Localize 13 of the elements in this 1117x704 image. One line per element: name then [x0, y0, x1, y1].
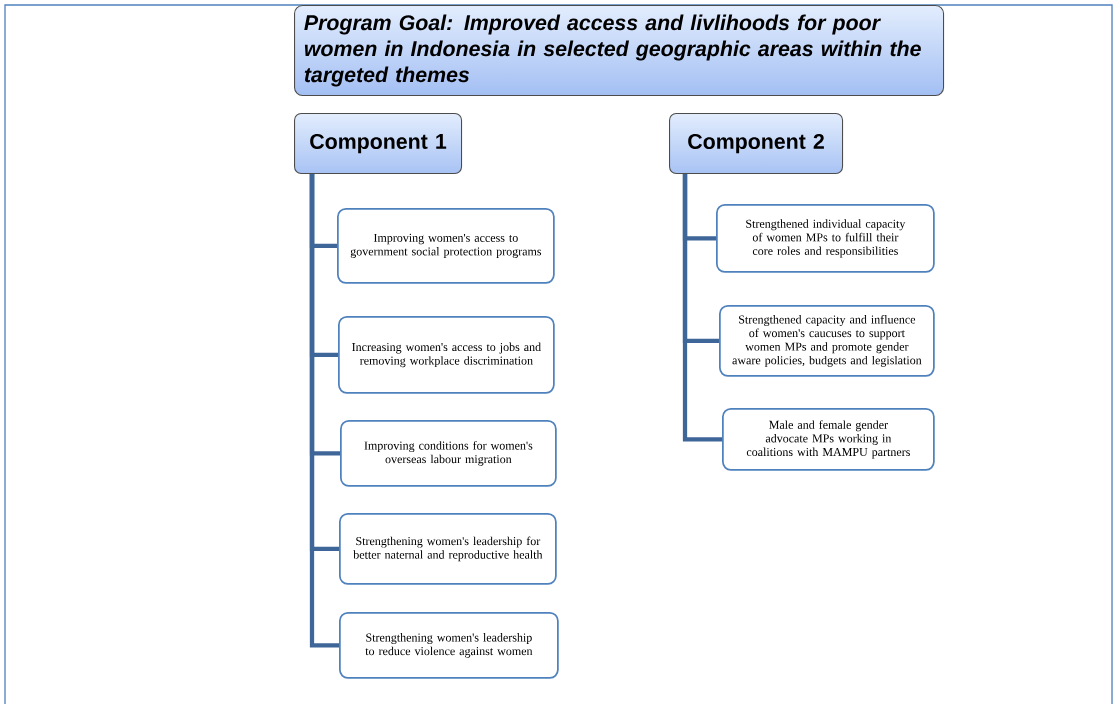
component-box: Component 2	[669, 113, 844, 175]
goal-box: Program Goal: Improved access and livlihoods for poor women in Indonesia in selected geographic areas within the targeted themes	[294, 5, 945, 97]
outcome-box: Male and female gender advocate MPs working in coalitions with MAMPU partners	[722, 408, 935, 471]
component-box: Component 1	[294, 113, 463, 175]
outcome-box: Strengthening women's leadership to reduce violence against women	[339, 612, 559, 679]
outcome-box: Strengthened capacity and influence of women's caucuses to support women MPs and promote gender aware policies, budgets and legislation	[719, 305, 935, 377]
outcome-box: Strengthened individual capacity of women MPs to fulfill their core roles and responsibilities	[716, 204, 935, 273]
outcome-box: Increasing women's access to jobs and removing workplace discrimination	[338, 316, 555, 394]
outcome-box: Strengthening women's leadership for better naternal and reproductive health	[339, 513, 557, 585]
connector	[682, 174, 722, 442]
outcome-box: Improving conditions for women's overseas labour migration	[340, 420, 557, 487]
outcome-box: Improving women's access to government social protection programs	[337, 208, 555, 284]
connector	[309, 174, 339, 648]
